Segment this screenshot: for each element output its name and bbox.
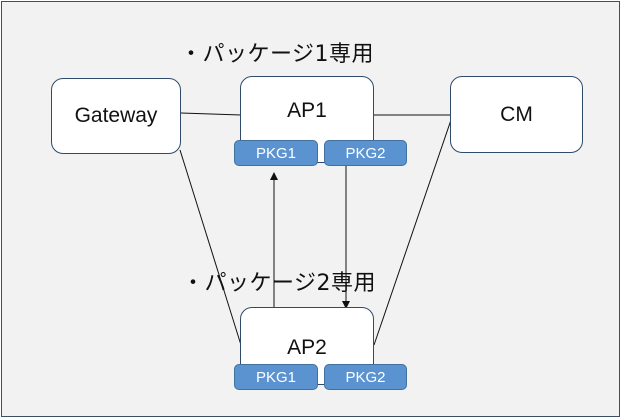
ap2-pkg1-badge: PKG1 <box>234 364 318 390</box>
edge-gateway-ap2 <box>179 149 242 346</box>
ap1-pkg2-badge: PKG2 <box>324 140 407 166</box>
edge-cm-ap2 <box>373 116 453 346</box>
package1-heading: ・パッケージ1専用 <box>180 42 375 67</box>
cm-node: CM <box>450 76 583 153</box>
package2-heading: ・パッケージ2専用 <box>182 271 377 296</box>
edge-gateway-ap1 <box>180 112 242 116</box>
ap1-pkg1-badge: PKG1 <box>234 140 318 166</box>
ap2-pkg2-badge: PKG2 <box>324 364 407 390</box>
gateway-node: Gateway <box>51 78 181 154</box>
